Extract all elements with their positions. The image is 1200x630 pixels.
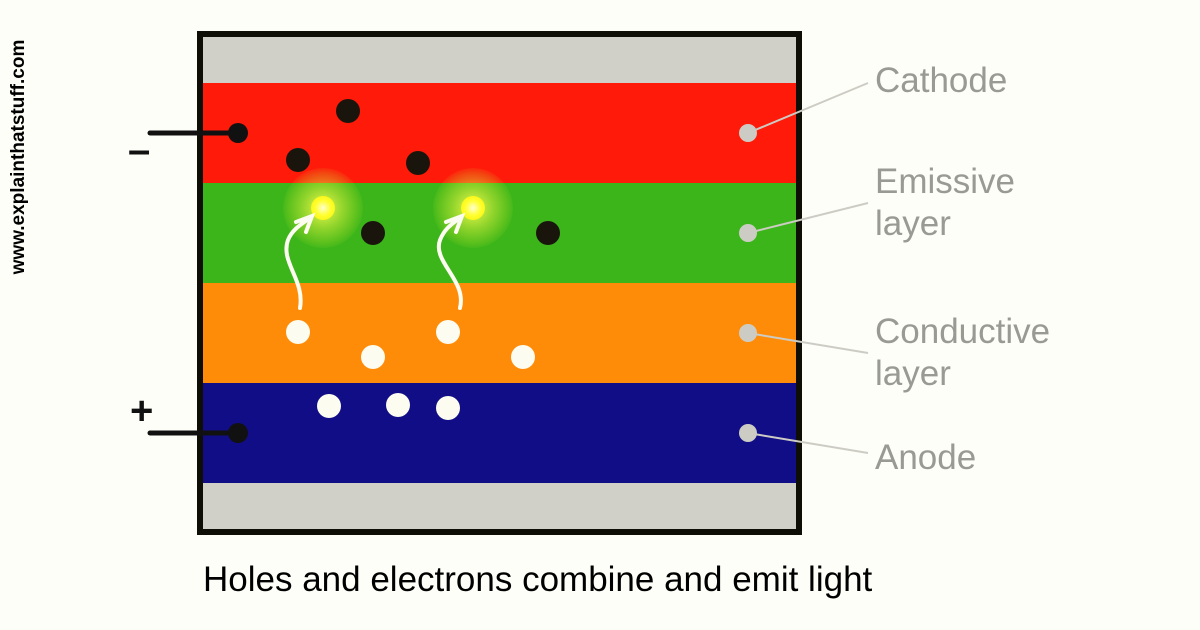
positive-terminal-sign: + [130,389,154,433]
watermark: www.explainthatstuff.com [4,12,34,302]
diagram-caption: Holes and electrons combine and emit lig… [203,560,873,599]
hole-dot [511,345,535,369]
hole-dot [361,345,385,369]
hole-dot [317,394,341,418]
hole-dot [436,396,460,420]
cathode-label: Cathode [875,61,1008,100]
hole-dot [386,393,410,417]
conductive-marker [739,324,757,342]
hole-dot [286,320,310,344]
top-substrate [203,37,796,83]
anode-layer [203,383,796,483]
hole-dot [436,320,460,344]
emissive-marker [739,224,757,242]
anode-marker [739,424,757,442]
bottom-substrate [203,483,796,529]
electron-dot [286,148,310,172]
conductive-layer-label: Conductive layer [875,312,1051,393]
emitted-light-icon [311,196,335,220]
electron-dot [336,99,360,123]
anode-label: Anode [875,438,977,477]
emissive-layer-label: Emissive layer [875,162,1016,243]
oled-device-diagram [197,31,802,535]
cathode-marker [739,124,757,142]
emitted-light-icon [461,196,485,220]
negative-terminal-sign: – [128,128,151,172]
electron-dot [361,221,385,245]
electron-dot [406,151,430,175]
electron-dot [536,221,560,245]
watermark-text: www.explainthatstuff.com [8,39,29,275]
